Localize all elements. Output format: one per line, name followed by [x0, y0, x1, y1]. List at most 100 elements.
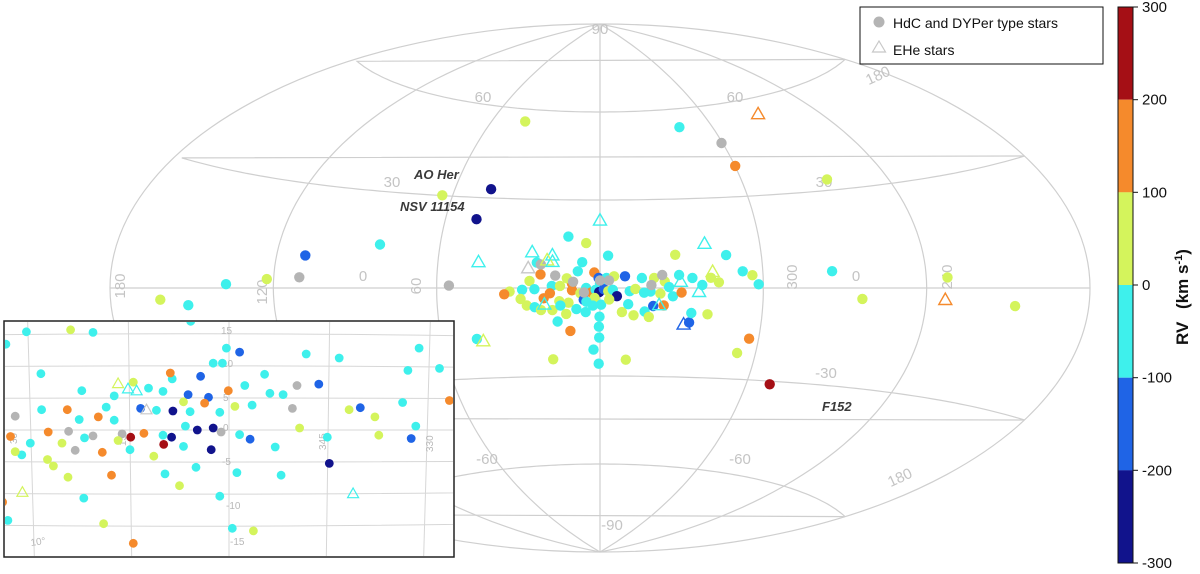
- star-point: [580, 306, 591, 318]
- inset-star-point: [113, 436, 123, 445]
- inset-star-point: [37, 405, 46, 415]
- inset-star-point: [245, 434, 255, 444]
- ehe-star-marker: [524, 243, 540, 258]
- star-point: [561, 308, 572, 320]
- star-point: [636, 272, 648, 284]
- star-point-nsv-11154: [471, 214, 482, 225]
- lon-label-60: 60: [408, 278, 425, 295]
- star-point: [571, 303, 582, 315]
- star-point: [663, 281, 675, 293]
- colorbar-bin: [1118, 192, 1133, 285]
- inset-star-point: [66, 325, 75, 335]
- star-point: [743, 333, 755, 344]
- inset-ehe-marker: [139, 402, 154, 415]
- star-annotations: AO Her NSV 11154 F152: [400, 167, 852, 414]
- star-point: [520, 116, 531, 127]
- star-point: [603, 275, 615, 286]
- inset-lat-5: 5: [223, 393, 229, 404]
- inset-star-point: [185, 407, 195, 417]
- legend-label-hdc: HdC and DYPer type stars: [893, 15, 1058, 31]
- star-point: [643, 311, 654, 323]
- star-point: [737, 266, 748, 277]
- lat-label-0-right: 0: [852, 268, 860, 285]
- inset-star-point: [25, 438, 35, 448]
- star-point: [623, 299, 634, 310]
- star-point: [730, 160, 741, 172]
- inset-star-point: [324, 459, 334, 468]
- star-point-ao-her: [485, 184, 497, 195]
- inset-lat-0: 0: [223, 423, 229, 434]
- star-point: [515, 293, 526, 305]
- star-point: [437, 190, 448, 201]
- annotation-nsv-11154: NSV 11154: [400, 199, 465, 214]
- inset-star-point: [10, 447, 20, 456]
- star-point: [630, 283, 641, 295]
- inset-star-point: [265, 388, 275, 398]
- star-point: [683, 317, 695, 328]
- star-point: [524, 275, 535, 287]
- inset-star-point: [70, 445, 80, 455]
- inset-star-point: [192, 425, 202, 435]
- colorbar-bin: [1118, 7, 1133, 100]
- inset-lon-330: 330: [425, 435, 436, 452]
- inset-star-point: [240, 381, 250, 390]
- star-point: [535, 269, 546, 280]
- star-point: [550, 270, 561, 281]
- star-point: [581, 237, 592, 249]
- ehe-star-marker: [673, 273, 689, 287]
- star-point: [595, 299, 607, 310]
- inset-star-point: [79, 493, 89, 503]
- star-point: [563, 297, 574, 308]
- star-point: [548, 354, 559, 365]
- inset-star-point: [314, 379, 324, 389]
- inset-star-point: [191, 462, 201, 472]
- star-point: [261, 273, 272, 285]
- inset-star-point: [64, 426, 73, 436]
- star-point: [667, 291, 679, 302]
- star-point: [674, 122, 685, 133]
- latitude-line: [355, 58, 846, 113]
- star-point: [594, 332, 605, 343]
- star-point: [155, 294, 166, 305]
- meridian-line: [436, 23, 601, 553]
- ehe-star-marker: [937, 291, 954, 306]
- inset-star-point: [414, 343, 424, 353]
- colorbar-bin: [1118, 99, 1133, 193]
- inset-star-point: [322, 432, 332, 442]
- ehe-star-marker: [704, 263, 721, 278]
- inset-ehe-marker: [346, 486, 360, 499]
- colorbar-tick-label: -200: [1142, 462, 1172, 479]
- star-point: [705, 272, 717, 283]
- star-point: [565, 325, 576, 337]
- inset-ehe-marker: [111, 376, 125, 389]
- inset-star-point: [222, 343, 231, 353]
- legend-frame: [859, 6, 1104, 65]
- lat-label-30-left: 30: [384, 174, 401, 191]
- inset-star-point: [232, 468, 242, 477]
- inset-star-point: [181, 421, 190, 431]
- star-point: [577, 257, 588, 268]
- ehe-star-marker: [696, 235, 713, 249]
- star-point: [826, 266, 838, 277]
- colorbar-label-unit: (km s: [1173, 265, 1192, 309]
- inset-star-point: [149, 451, 159, 461]
- main-grid-labels: 90 60 60 30 30 0 0 -30 -60 -60 -90 180 1…: [112, 21, 956, 534]
- star-point: [616, 306, 628, 318]
- star-point: [657, 269, 668, 281]
- inset-star-point: [235, 430, 245, 439]
- inset-star-point: [270, 442, 280, 452]
- inset-latitude-line: [5, 460, 453, 463]
- inset-star-point: [206, 445, 216, 455]
- meridian-line: [599, 23, 928, 553]
- star-point: [581, 296, 592, 307]
- annotation-ao-her: AO Her: [413, 167, 460, 182]
- inset-star-point: [398, 398, 407, 407]
- star-point: [594, 311, 605, 322]
- lat-label-minus60-right: -60: [729, 451, 751, 468]
- star-point: [731, 347, 743, 359]
- inset-star-point: [128, 538, 138, 548]
- ehe-star-marker: [691, 283, 707, 298]
- star-point-f152: [764, 379, 775, 390]
- star-point: [646, 279, 657, 291]
